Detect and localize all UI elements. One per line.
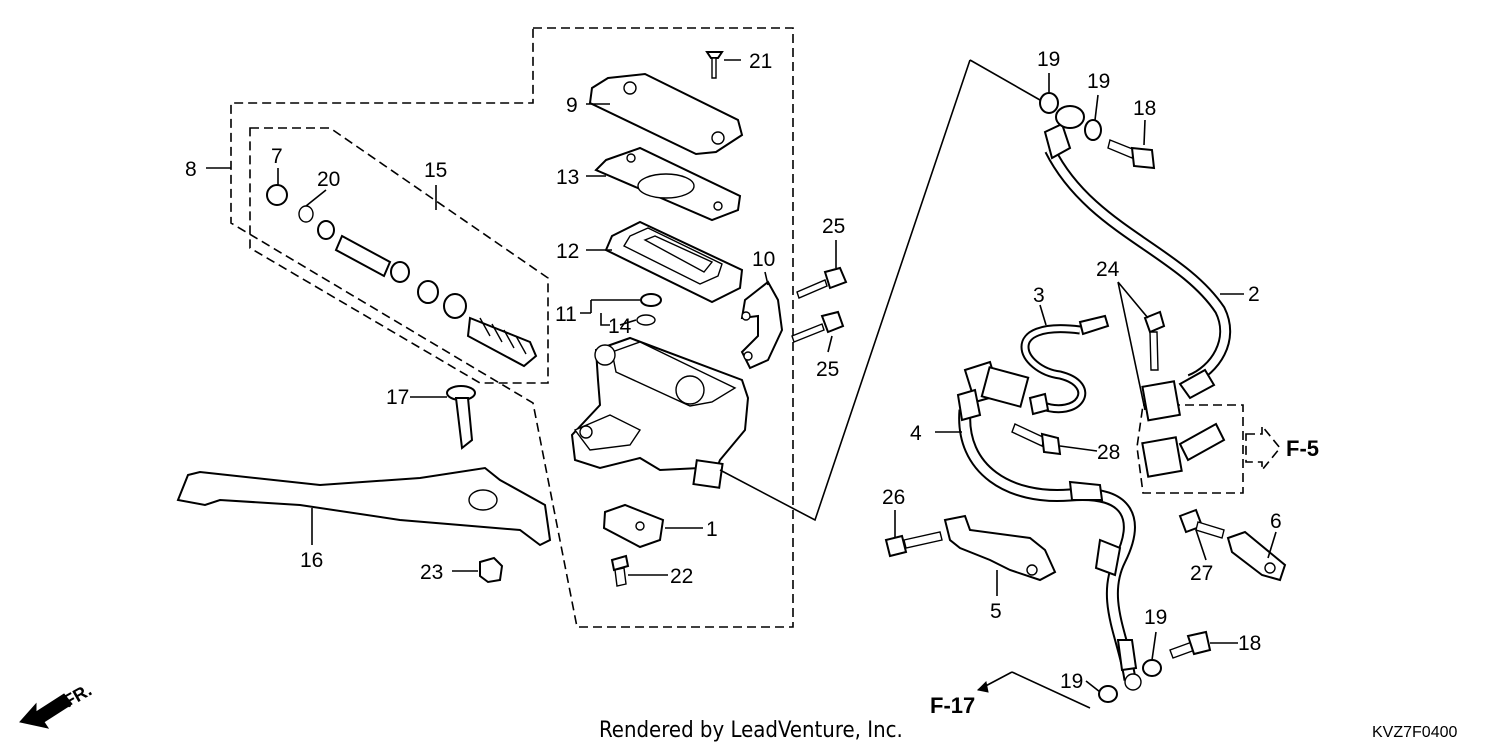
label-part-18-lower: 18: [1238, 632, 1261, 655]
label-part-1: 1: [706, 518, 718, 541]
assembly-f5-outline: [1136, 404, 1244, 494]
clamp-bolt-upper: [796, 266, 848, 299]
label-part-15: 15: [424, 159, 447, 182]
diagram-code: KVZ7F0400: [1372, 724, 1457, 741]
label-part-18-upper: 18: [1133, 97, 1156, 120]
switch-screw: [610, 554, 630, 587]
lever-nut: [479, 556, 504, 584]
label-part-3: 3: [1033, 284, 1045, 307]
label-part-8: 8: [185, 158, 197, 181]
screw-washer: [636, 293, 662, 326]
label-part-14: 14: [608, 315, 632, 338]
label-part-13: 13: [556, 166, 579, 189]
label-part-17: 17: [386, 386, 409, 409]
label-part-19-d: 19: [1060, 670, 1083, 693]
label-part-11: 11: [555, 303, 577, 326]
label-part-23: 23: [420, 561, 443, 584]
label-part-22: 22: [670, 565, 693, 588]
assembly-15-outline: [249, 127, 549, 384]
label-part-6: 6: [1270, 510, 1282, 533]
ref-f17: F-17: [930, 693, 975, 718]
master-cylinder-body: [570, 336, 750, 489]
small-screw: [705, 51, 724, 79]
bracket-bolt: [884, 531, 943, 558]
front-direction-arrow: [19, 693, 73, 729]
label-part-19-b: 19: [1087, 70, 1110, 93]
label-part-5: 5: [990, 600, 1002, 623]
hose-clip: [1226, 530, 1287, 582]
label-part-25-lower: 25: [816, 358, 839, 381]
label-part-21: 21: [749, 50, 772, 73]
reservoir-cap: [588, 72, 744, 156]
footer-credit: Rendered by LeadVenture, Inc.: [599, 718, 903, 743]
pivot-bolt: [446, 385, 476, 450]
label-part-28: 28: [1097, 441, 1120, 464]
banjo-bolt-upper: [1107, 139, 1156, 170]
diaphragm-plate: [594, 146, 742, 222]
label-part-2: 2: [1248, 283, 1260, 306]
brake-switch: [602, 503, 665, 549]
diaphragm: [604, 220, 744, 304]
label-part-20: 20: [317, 168, 340, 191]
brake-pipe-3: [1020, 314, 1110, 416]
banjo-bolt-lower: [1169, 630, 1212, 659]
sealing-washers: [1039, 92, 1162, 703]
ref-f5: F-5: [1286, 436, 1319, 461]
label-part-4: 4: [910, 422, 922, 445]
brake-lever: [176, 466, 552, 547]
label-part-16: 16: [300, 549, 323, 572]
label-part-9: 9: [566, 94, 578, 117]
label-part-7: 7: [271, 145, 283, 168]
label-part-25-upper: 25: [822, 215, 845, 238]
joint-bolt: [1143, 310, 1166, 371]
clip-bolt: [1178, 508, 1225, 539]
label-part-19-c: 19: [1144, 606, 1167, 629]
hose-bracket: [943, 514, 1057, 582]
label-part-24: 24: [1096, 258, 1120, 281]
label-part-12: 12: [556, 240, 579, 263]
pipe-bolt: [1011, 423, 1062, 456]
label-part-10: 10: [752, 248, 775, 271]
clamp-bolt-lower: [791, 310, 845, 343]
brake-hose-2: [1043, 105, 1232, 422]
label-part-19-a: 19: [1037, 48, 1060, 71]
brake-hose-4: [956, 360, 1142, 691]
piston-set: [266, 184, 538, 368]
f5-arrow-icon: [1245, 423, 1282, 473]
leader-lines: [206, 59, 1277, 709]
assembly-8-outline: [230, 27, 794, 628]
label-part-26: 26: [882, 486, 905, 509]
f5-joint-block: [1141, 422, 1226, 478]
label-part-27: 27: [1190, 562, 1213, 585]
handlebar-clamp: [740, 280, 784, 370]
